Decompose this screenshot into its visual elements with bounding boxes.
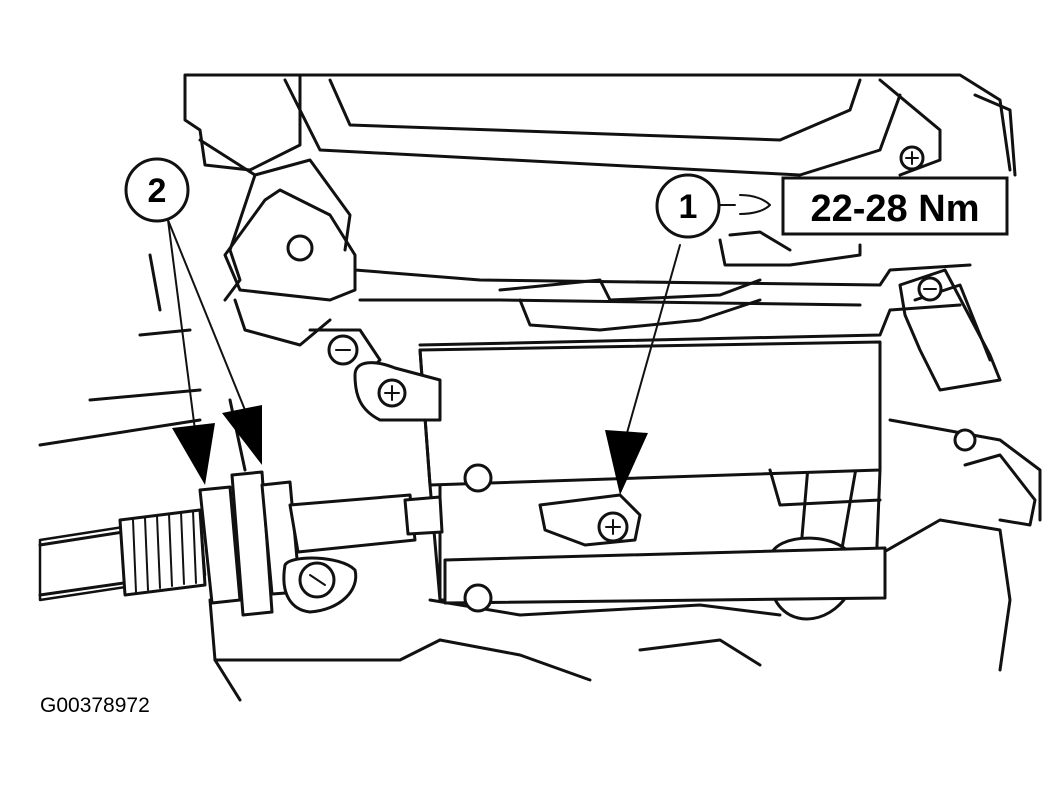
callout-1-label: 1 [679,188,698,226]
callout-1-circle [655,173,721,239]
lower-right-housing [428,418,1042,682]
slide-block [353,340,887,613]
arrowhead-callout-2a [172,423,215,485]
left-bracket [223,188,382,382]
callout-2: 2 [124,157,190,223]
clamp-bolt [538,493,642,547]
torque-spec-value: 22-28 Nm [811,188,980,230]
figure-id: G00378972 [40,694,150,717]
arrowhead-callout-2b [222,405,262,465]
callout-2-circle [124,157,190,223]
right-bracket [898,268,1002,392]
torque-spec-box: 22-28 Nm [781,176,1009,236]
arrowheads [172,405,648,495]
arrowhead-callout-1 [605,430,648,495]
torque-spec-frame [781,176,1009,236]
callout-1: 1 [655,173,721,239]
center-casting [353,230,972,347]
leader-lines [167,194,771,441]
callout-2-label: 2 [148,172,167,210]
